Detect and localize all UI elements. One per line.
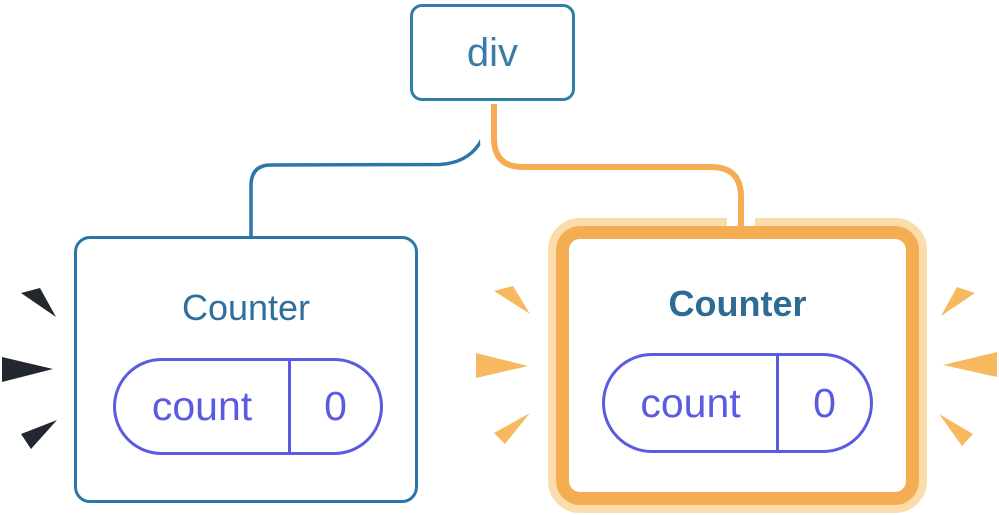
- state-value-left: 0: [324, 383, 347, 429]
- render-spark-icon: [21, 288, 56, 317]
- state-key-left: count: [151, 383, 253, 429]
- update-spark-icon: [494, 286, 530, 314]
- state-pill-right: count 0: [602, 353, 873, 453]
- tree-node-div: div: [410, 4, 575, 101]
- state-pill-divider: [776, 356, 779, 450]
- update-spark-icon: [494, 413, 530, 444]
- render-spark-icon: [2, 357, 53, 382]
- edge-div-to-right-counter-casing: [480, 104, 755, 226]
- update-spark-icon: [943, 352, 997, 377]
- edge-div-to-left-counter: [249, 103, 491, 236]
- update-spark-icon: [476, 353, 528, 378]
- counter-title-right: Counter: [668, 283, 807, 324]
- counter-title-left: Counter: [181, 287, 311, 328]
- update-spark-icon: [941, 287, 975, 316]
- render-spark-icon: [21, 420, 57, 449]
- update-spark-icon: [939, 414, 973, 446]
- state-pill-divider: [288, 361, 291, 452]
- state-pill-left: count 0: [113, 358, 383, 455]
- state-key-right: count: [640, 379, 741, 426]
- div-node-label: div: [466, 30, 519, 75]
- tree-node-counter-right: Counter count 0: [548, 218, 927, 513]
- state-value-right: 0: [813, 379, 836, 426]
- tree-node-counter-left: Counter count 0: [74, 236, 418, 503]
